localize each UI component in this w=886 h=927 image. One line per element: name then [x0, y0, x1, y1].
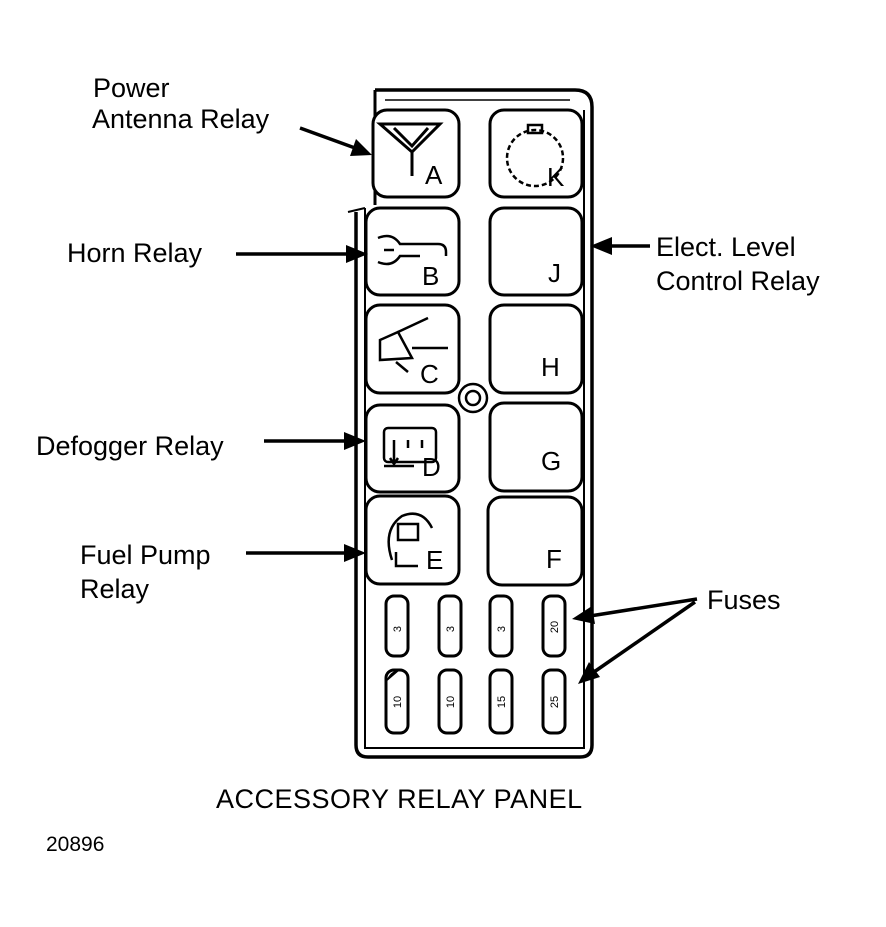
fuel-pump-icon [387, 512, 434, 568]
relay-g: G [488, 401, 584, 493]
defogger-arrow [264, 432, 366, 450]
fuse-rating: 15 [496, 696, 508, 708]
horn-label: Horn Relay [67, 238, 203, 268]
fuse-rating: 10 [445, 696, 457, 708]
relay-g-letter: G [541, 446, 561, 476]
mounting-screw-icon [457, 382, 489, 414]
fuse: 20 [541, 594, 567, 658]
relay-j: J [488, 206, 584, 297]
fuse-row-bottom: 10 10 15 25 [384, 668, 567, 735]
relay-b: B [364, 206, 461, 297]
relay-h-letter: H [541, 352, 560, 382]
elc-label-line2: Control Relay [656, 266, 820, 296]
callout-arrows [236, 126, 698, 684]
power-antenna-arrow [299, 126, 372, 156]
round-connector-icon [505, 123, 565, 188]
fuel-pump-label-line2: Relay [80, 574, 150, 604]
fuse-rating: 3 [496, 626, 508, 632]
fuse-rating: 20 [549, 621, 561, 633]
fuel-pump-arrow [246, 544, 366, 562]
fuses-label: Fuses [707, 585, 781, 615]
fuel-pump-label-line1: Fuel Pump [80, 540, 211, 570]
fuse: 3 [488, 594, 514, 658]
fuse-rating: 10 [392, 696, 404, 708]
horn-arrow [236, 245, 368, 263]
fuse-rating: 3 [445, 626, 457, 632]
relay-e: E [364, 494, 461, 586]
relay-d: D [364, 403, 461, 494]
relay-f-letter: F [546, 544, 562, 574]
relay-b-letter: B [422, 261, 439, 291]
fuse: 3 [437, 594, 463, 658]
relay-d-letter: D [422, 452, 441, 482]
relay-e-letter: E [426, 545, 443, 575]
relay-a-letter: A [425, 160, 443, 190]
diagram-caption: ACCESSORY RELAY PANEL [216, 784, 583, 814]
fuse: 3 [384, 594, 410, 658]
fuse: 15 [488, 668, 514, 735]
fuse: 10 [437, 668, 463, 735]
antenna-icon [376, 122, 444, 176]
fuse-row-top: 3 3 3 20 [384, 594, 567, 658]
elc-label-line1: Elect. Level [656, 232, 796, 262]
horn-icon [377, 234, 448, 266]
relay-h: H [488, 303, 584, 395]
elc-arrow [590, 237, 650, 255]
fuse: 10 [384, 668, 410, 735]
relay-k-letter: K [547, 162, 565, 192]
relay-a: A [371, 108, 461, 199]
power-antenna-label-line1: Power [93, 73, 170, 103]
relay-c-letter: C [420, 359, 439, 389]
relay-k: K [488, 108, 584, 199]
relay-j-letter: J [548, 258, 561, 288]
defogger-icon [382, 426, 438, 468]
fuse-rating: 3 [392, 626, 404, 632]
power-antenna-label-line2: Antenna Relay [92, 104, 270, 134]
figure-reference-number: 20896 [46, 833, 104, 856]
fuse: 25 [541, 668, 567, 735]
fuse-rating: 25 [549, 696, 561, 708]
relay-c: C [364, 303, 461, 395]
fuses-arrows [572, 597, 698, 684]
defogger-label: Defogger Relay [36, 431, 224, 461]
relay-f: F [486, 495, 584, 587]
wiper-icon [378, 316, 448, 373]
